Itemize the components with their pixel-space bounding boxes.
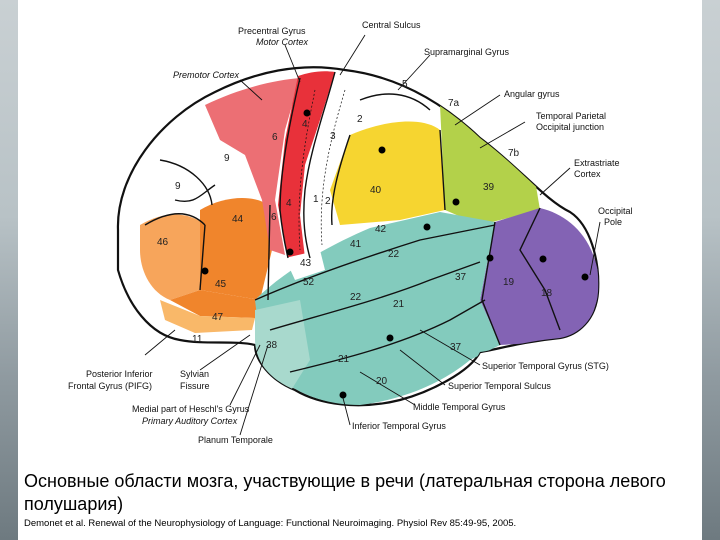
label-supramarginal-gyrus: Supramarginal Gyrus — [424, 47, 510, 57]
label-occipital-2: Pole — [604, 217, 622, 227]
area-4-bottom: 4 — [286, 198, 292, 209]
area-44: 44 — [232, 214, 244, 225]
area-22-mid: 22 — [350, 292, 362, 303]
area-42: 42 — [375, 224, 387, 235]
label-central-sulcus: Central Sulcus — [362, 20, 421, 30]
caption-title: Основные области мозга, участвующие в ре… — [24, 471, 666, 514]
region-39 — [440, 105, 540, 225]
region-43 — [285, 250, 325, 280]
label-precentral-gyrus: Precentral Gyrus — [238, 26, 306, 36]
label-mtg: Middle Temporal Gyrus — [413, 402, 506, 412]
area-5: 5 — [402, 79, 408, 90]
area-21-bottom: 21 — [338, 354, 350, 365]
label-sylvian-2: Fissure — [180, 381, 210, 391]
label-stg: Superior Temporal Gyrus (STG) — [482, 361, 609, 371]
label-planum-temporale: Planum Temporale — [198, 435, 273, 445]
area-18: 18 — [541, 288, 553, 299]
area-38: 38 — [266, 340, 278, 351]
area-6-top: 6 — [272, 132, 278, 143]
label-extrastriate-2: Cortex — [574, 169, 601, 179]
label-tpo-1: Temporal Parietal — [536, 111, 606, 121]
label-heschl-2: Primary Auditory Cortex — [142, 416, 238, 426]
area-45: 45 — [215, 279, 227, 290]
label-pifg-2: Frontal Gyrus (PIFG) — [68, 381, 152, 391]
label-extrastriate-1: Extrastriate — [574, 158, 620, 168]
area-9-top: 9 — [224, 153, 230, 164]
area-7b: 7b — [508, 148, 520, 159]
label-pifg-1: Posterior Inferior — [86, 369, 153, 379]
label-premotor-cortex: Premotor Cortex — [173, 70, 240, 80]
region-19-18 — [480, 208, 599, 345]
area-2: 2 — [357, 114, 363, 125]
area-19: 19 — [503, 277, 515, 288]
area-37-bottom: 37 — [450, 342, 462, 353]
region-40 — [330, 121, 445, 225]
caption-reference: Demonet et al. Renewal of the Neurophysi… — [24, 518, 517, 529]
area-6-bottom: 6 — [271, 212, 277, 223]
region-4 — [278, 71, 335, 258]
region-6 — [205, 78, 300, 255]
area-52: 52 — [303, 277, 315, 288]
label-sts: Superior Temporal Sulcus — [448, 381, 551, 391]
area-9-bottom: 9 — [175, 181, 181, 192]
area-4-top: 4 — [302, 119, 308, 130]
label-heschl-1: Medial part of Heschl's Gyrus — [132, 404, 250, 414]
area-1: 1 — [313, 194, 319, 205]
region-44 — [200, 198, 272, 300]
area-37-top: 37 — [455, 272, 467, 283]
label-tpo-2: Occipital junction — [536, 122, 604, 132]
area-22-top: 22 — [388, 249, 400, 260]
region-46 — [140, 214, 205, 300]
label-occipital-1: Occipital — [598, 206, 633, 216]
area-3: 3 — [330, 131, 336, 142]
area-46: 46 — [157, 237, 169, 248]
area-7a: 7a — [448, 98, 460, 109]
area-2-lower: 2 — [325, 196, 331, 207]
label-motor-cortex: Motor Cortex — [256, 37, 309, 47]
region-47 — [160, 300, 255, 333]
label-angular-gyrus: Angular gyrus — [504, 89, 560, 99]
area-47: 47 — [212, 312, 224, 323]
area-20: 20 — [376, 376, 388, 387]
area-43: 43 — [300, 258, 312, 269]
area-39: 39 — [483, 182, 495, 193]
label-sylvian-1: Sylvian — [180, 369, 209, 379]
area-11: 11 — [192, 334, 203, 345]
area-41: 41 — [350, 239, 362, 250]
caption-box: Основные области мозга, участвующие в ре… — [18, 462, 702, 540]
label-itg: Inferior Temporal Gyrus — [352, 421, 446, 431]
area-21-top: 21 — [393, 299, 405, 310]
region-45 — [170, 290, 260, 318]
area-40: 40 — [370, 185, 382, 196]
